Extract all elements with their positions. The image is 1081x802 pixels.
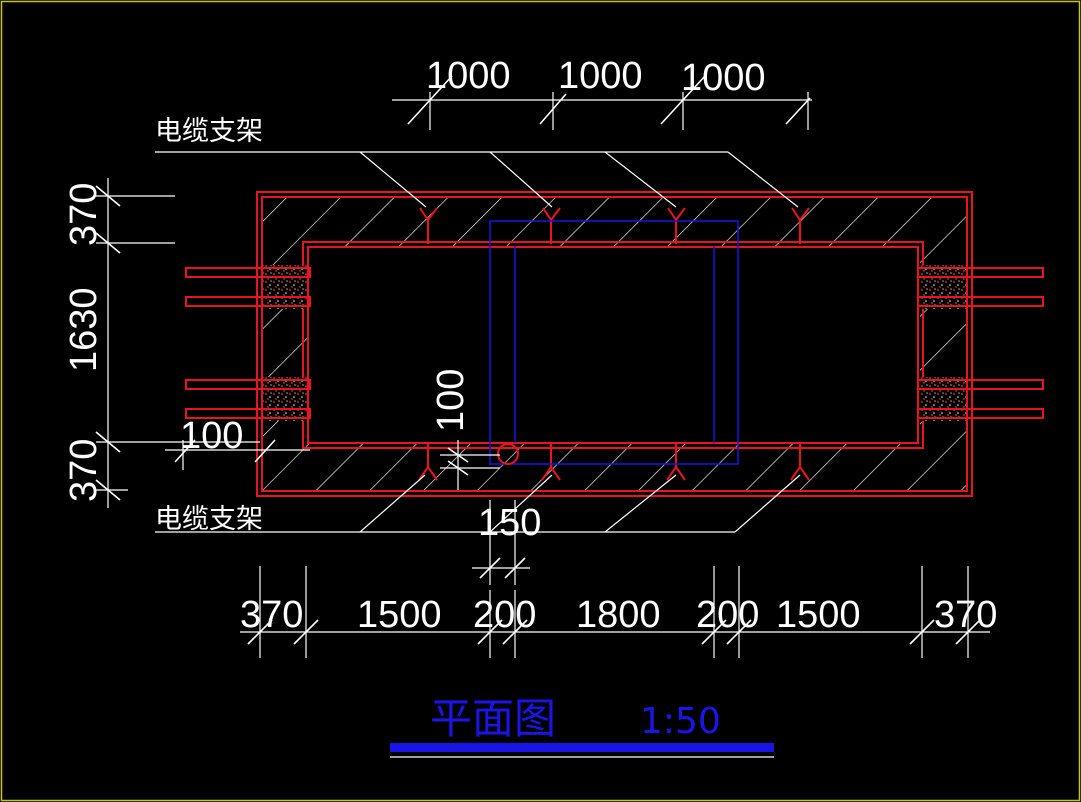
dim-bottom-370-left: 370 <box>240 594 303 636</box>
dim-bottom-200-left: 200 <box>473 594 536 636</box>
dim-bottom-1800: 1800 <box>576 594 661 636</box>
dim-inner-100-vertical: 100 <box>430 369 472 432</box>
leader-lines <box>155 151 801 533</box>
dim-bottom-1500-left: 1500 <box>357 594 442 636</box>
dim-inner-100-left: 100 <box>180 415 243 457</box>
dim-gap-150: 150 <box>478 502 541 544</box>
drawing-title: 平面图 <box>430 694 556 743</box>
bottom-cable-bracket-label: 电缆支架 <box>155 504 263 535</box>
dim-bottom-1500-right: 1500 <box>776 594 861 636</box>
wall-outline <box>256 191 973 497</box>
dim-left-1630: 1630 <box>63 287 105 372</box>
equipment-frame <box>489 220 739 465</box>
cable-brackets <box>418 207 810 481</box>
dim-left-370-top: 370 <box>63 183 105 246</box>
pipe-sleeves <box>185 265 1044 421</box>
drawing-scale: 1:50 <box>640 701 721 742</box>
dimension-lines <box>95 75 990 658</box>
dim-bottom-200-right: 200 <box>696 594 759 636</box>
title-underline-thick <box>390 743 774 752</box>
wall-hatch <box>262 197 966 490</box>
dim-top-2: 1000 <box>558 55 643 97</box>
dim-top-3: 1000 <box>681 57 766 99</box>
dim-left-370-bottom: 370 <box>63 439 105 502</box>
dim-top-1: 1000 <box>426 55 511 97</box>
top-cable-bracket-label: 电缆支架 <box>155 116 263 147</box>
dim-bottom-370-right: 370 <box>934 594 997 636</box>
drain-circle <box>497 443 519 465</box>
